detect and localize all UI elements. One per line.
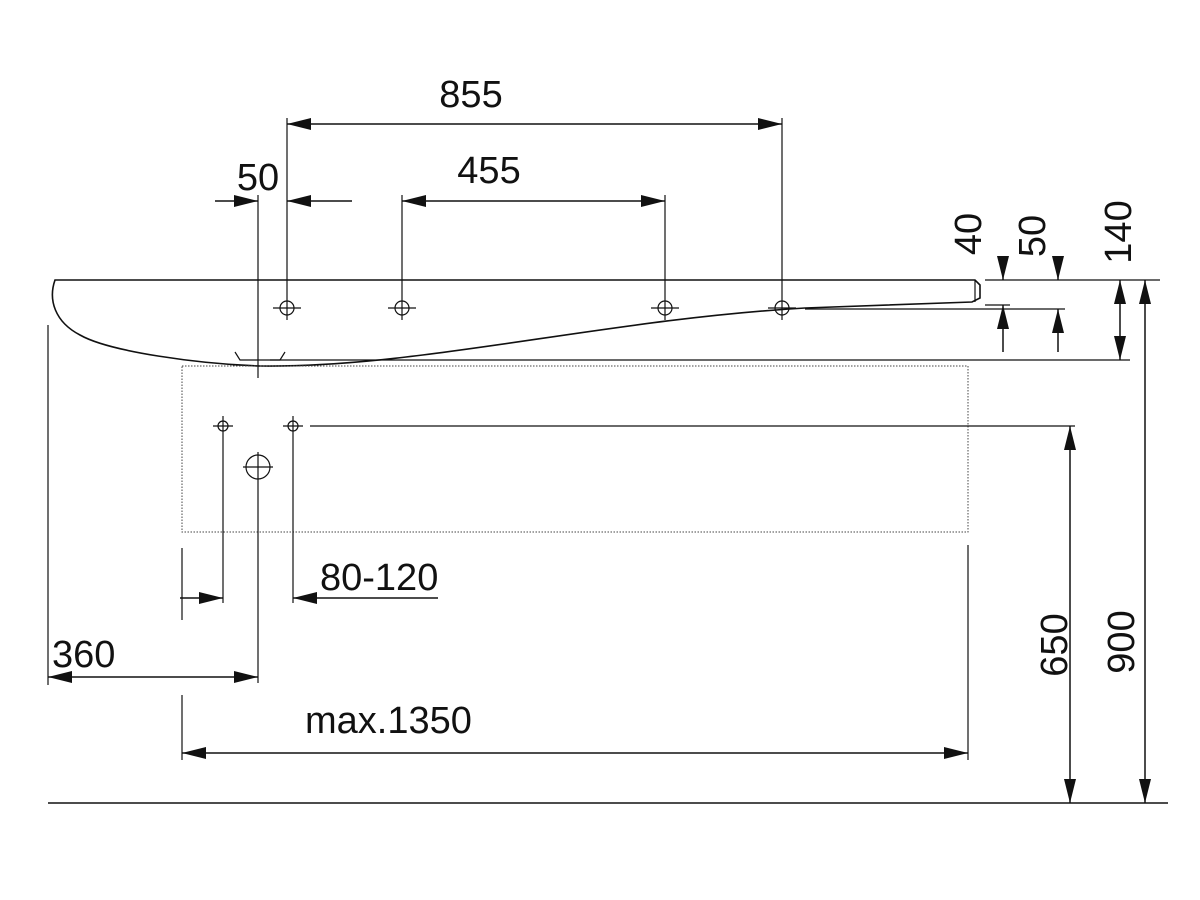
supply-point-cold [213, 416, 233, 436]
fixing-hole-4 [768, 296, 796, 320]
dim-50-left [215, 195, 352, 207]
dim-80-120 [180, 592, 438, 604]
dim-140 [1114, 280, 1126, 360]
label-40: 40 [948, 213, 990, 255]
tap-hole-markers [273, 296, 796, 320]
vanity-cabinet [181, 365, 969, 533]
label-650: 650 [1034, 613, 1076, 676]
label-max-1350: max.1350 [305, 700, 472, 742]
extension-lines [47, 118, 1160, 760]
label-140: 140 [1098, 200, 1140, 263]
fixing-hole-2 [388, 296, 416, 320]
dim-650 [1064, 426, 1076, 803]
dim-50-right [1052, 256, 1064, 352]
label-855: 855 [439, 74, 502, 116]
dim-360 [48, 671, 258, 683]
dim-855 [287, 118, 782, 130]
fixing-hole-1 [273, 296, 301, 320]
label-50-left: 50 [237, 157, 279, 199]
dim-40 [997, 256, 1009, 352]
dim-max-1350 [182, 747, 968, 759]
label-455: 455 [457, 150, 520, 192]
basin-outline [51, 279, 981, 367]
waste-outlet [243, 452, 273, 482]
dim-455 [402, 195, 665, 207]
label-900: 900 [1101, 610, 1143, 673]
label-80-120: 80-120 [320, 557, 438, 599]
label-50-right: 50 [1012, 215, 1054, 257]
supply-waste-markers [213, 416, 303, 482]
supply-point-hot [283, 416, 303, 436]
label-360: 360 [52, 634, 115, 676]
fixing-hole-3 [651, 296, 679, 320]
dim-900 [1139, 280, 1151, 803]
